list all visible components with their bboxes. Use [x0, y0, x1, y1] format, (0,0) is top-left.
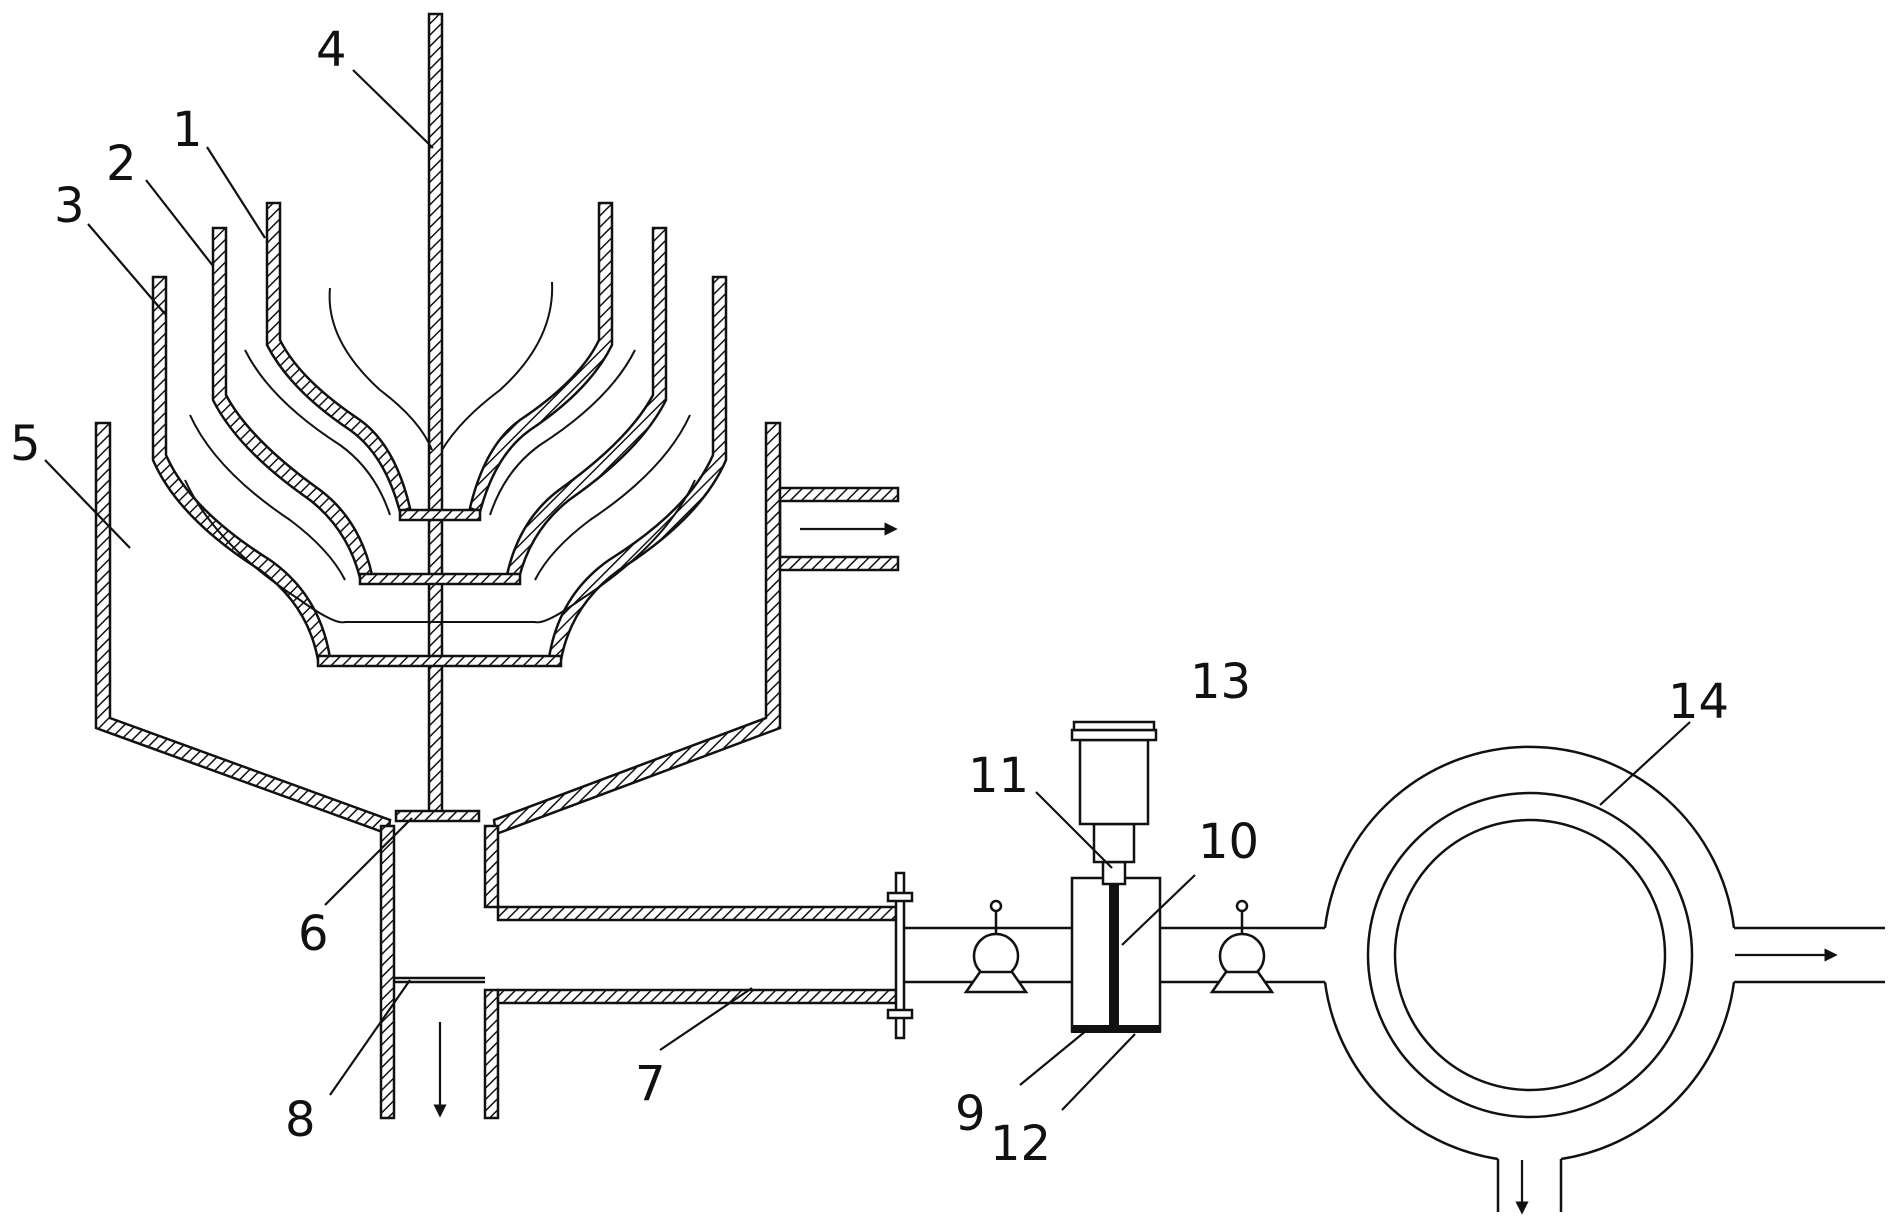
bowl-3-outer-cone	[151, 275, 728, 668]
pump-left	[963, 899, 1029, 994]
label-1: 1	[172, 102, 203, 158]
label-12: 12	[990, 1116, 1051, 1172]
label-13: 13	[1190, 654, 1251, 710]
horizontal-pipe	[496, 871, 914, 1040]
label-7: 7	[635, 1056, 666, 1112]
label-6: 6	[298, 906, 329, 962]
flow-lines	[184, 281, 696, 624]
probe-rod	[1109, 879, 1119, 1031]
measurement-chamber	[1070, 720, 1162, 1033]
central-shaft	[427, 12, 444, 816]
label-4: 4	[316, 22, 347, 78]
label-14: 14	[1668, 674, 1729, 730]
label-9: 9	[955, 1086, 986, 1142]
label-8: 8	[285, 1092, 316, 1148]
label-10: 10	[1198, 814, 1259, 870]
ring-rotor	[1323, 745, 1736, 1215]
label-11: 11	[968, 748, 1029, 804]
label-5: 5	[10, 416, 41, 472]
leader-lines	[44, 69, 1691, 1111]
collection-housing	[94, 421, 900, 836]
component-labels: 4 1 2 3 5 6 7 8 9 10 11 12 13 14	[10, 22, 1729, 1172]
valve-plate	[394, 809, 481, 823]
bowl-2-middle-cone	[211, 226, 668, 586]
label-3: 3	[54, 178, 85, 234]
pump-right	[1209, 899, 1275, 994]
vertical-discharge-pipe	[379, 824, 500, 1120]
label-2: 2	[106, 136, 137, 192]
bowl-1-inner-cone	[265, 201, 614, 522]
